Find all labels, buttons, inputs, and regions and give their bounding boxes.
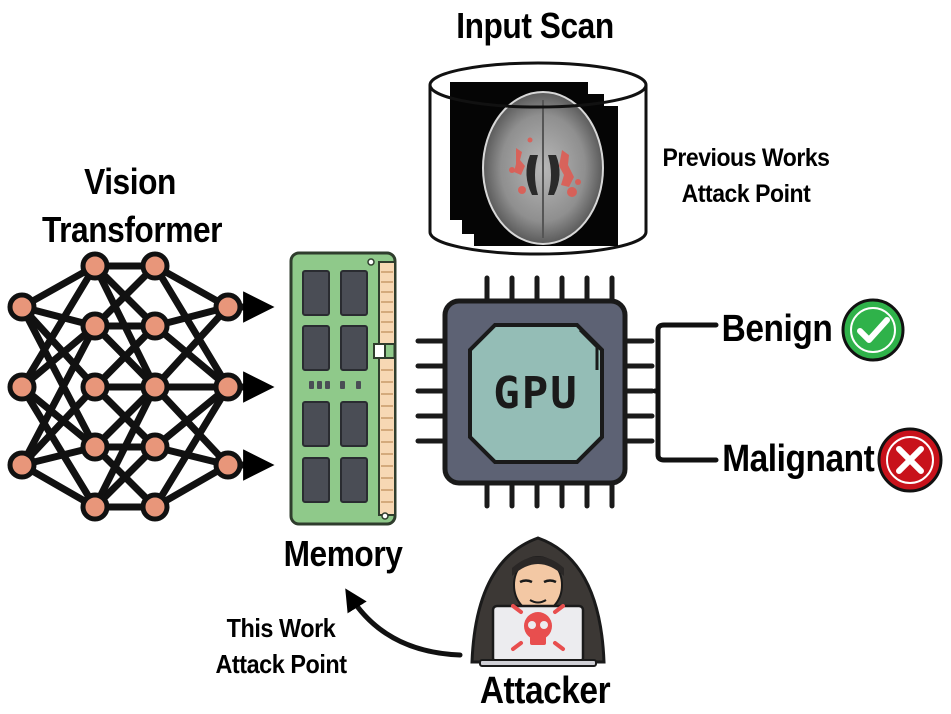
- output-bracket: [652, 322, 719, 463]
- attacker-label: Attacker: [479, 670, 611, 712]
- gpu-label: GPU: [493, 368, 578, 419]
- memory-label: Memory: [283, 533, 403, 574]
- malignant-label: Malignant: [722, 438, 875, 480]
- input-scan-label: Input Scan: [456, 5, 614, 46]
- check-icon: [841, 298, 905, 362]
- benign-label: Benign: [721, 308, 833, 350]
- previous-works-label: Previous Works Attack Point: [662, 144, 830, 208]
- brain-scan-icon: [428, 61, 648, 256]
- gpu-chip-icon: GPU: [415, 275, 655, 509]
- neural-network-icon: [7, 251, 275, 522]
- this-work-label: This Work Attack Point: [215, 613, 347, 679]
- attack-arrow: [345, 588, 463, 658]
- vision-transformer-label: Vision Transformer: [42, 161, 223, 250]
- ram-icon: [289, 251, 397, 526]
- skull-icon: [511, 604, 565, 651]
- cross-icon: [877, 427, 943, 493]
- hacker-icon: [470, 536, 606, 667]
